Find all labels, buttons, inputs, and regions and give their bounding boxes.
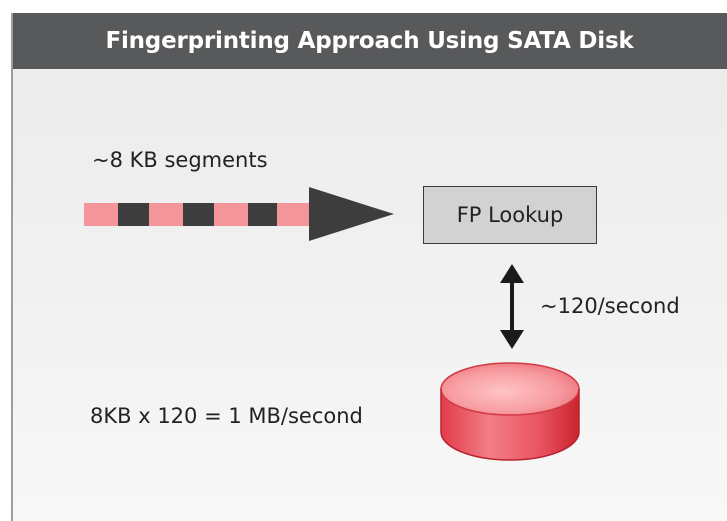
panel-border (11, 13, 13, 521)
segments-label: ~8 KB segments (92, 148, 268, 172)
segment-dark-1 (118, 203, 149, 226)
segment-pink-2 (149, 203, 183, 226)
segment-dark-3 (248, 203, 277, 226)
lookup-rate-label: ~120/second (540, 294, 680, 318)
fp-lookup-box: FP Lookup (423, 186, 597, 244)
double-headed-arrow-icon (500, 264, 524, 349)
disk-cylinder-icon (440, 362, 580, 461)
title-bar: Fingerprinting Approach Using SATA Disk (12, 13, 727, 69)
segment-stream-arrow-icon (84, 187, 394, 241)
throughput-label: 8KB x 120 = 1 MB/second (90, 404, 363, 428)
segment-pink-4 (277, 203, 310, 226)
segment-dark-2 (183, 203, 214, 226)
segment-pink-3 (214, 203, 248, 226)
diagram-title: Fingerprinting Approach Using SATA Disk (105, 28, 634, 54)
diagram-panel (12, 69, 727, 521)
stream-arrow-head (309, 187, 394, 241)
segment-pink-1 (84, 203, 118, 226)
fp-lookup-label: FP Lookup (456, 203, 564, 227)
